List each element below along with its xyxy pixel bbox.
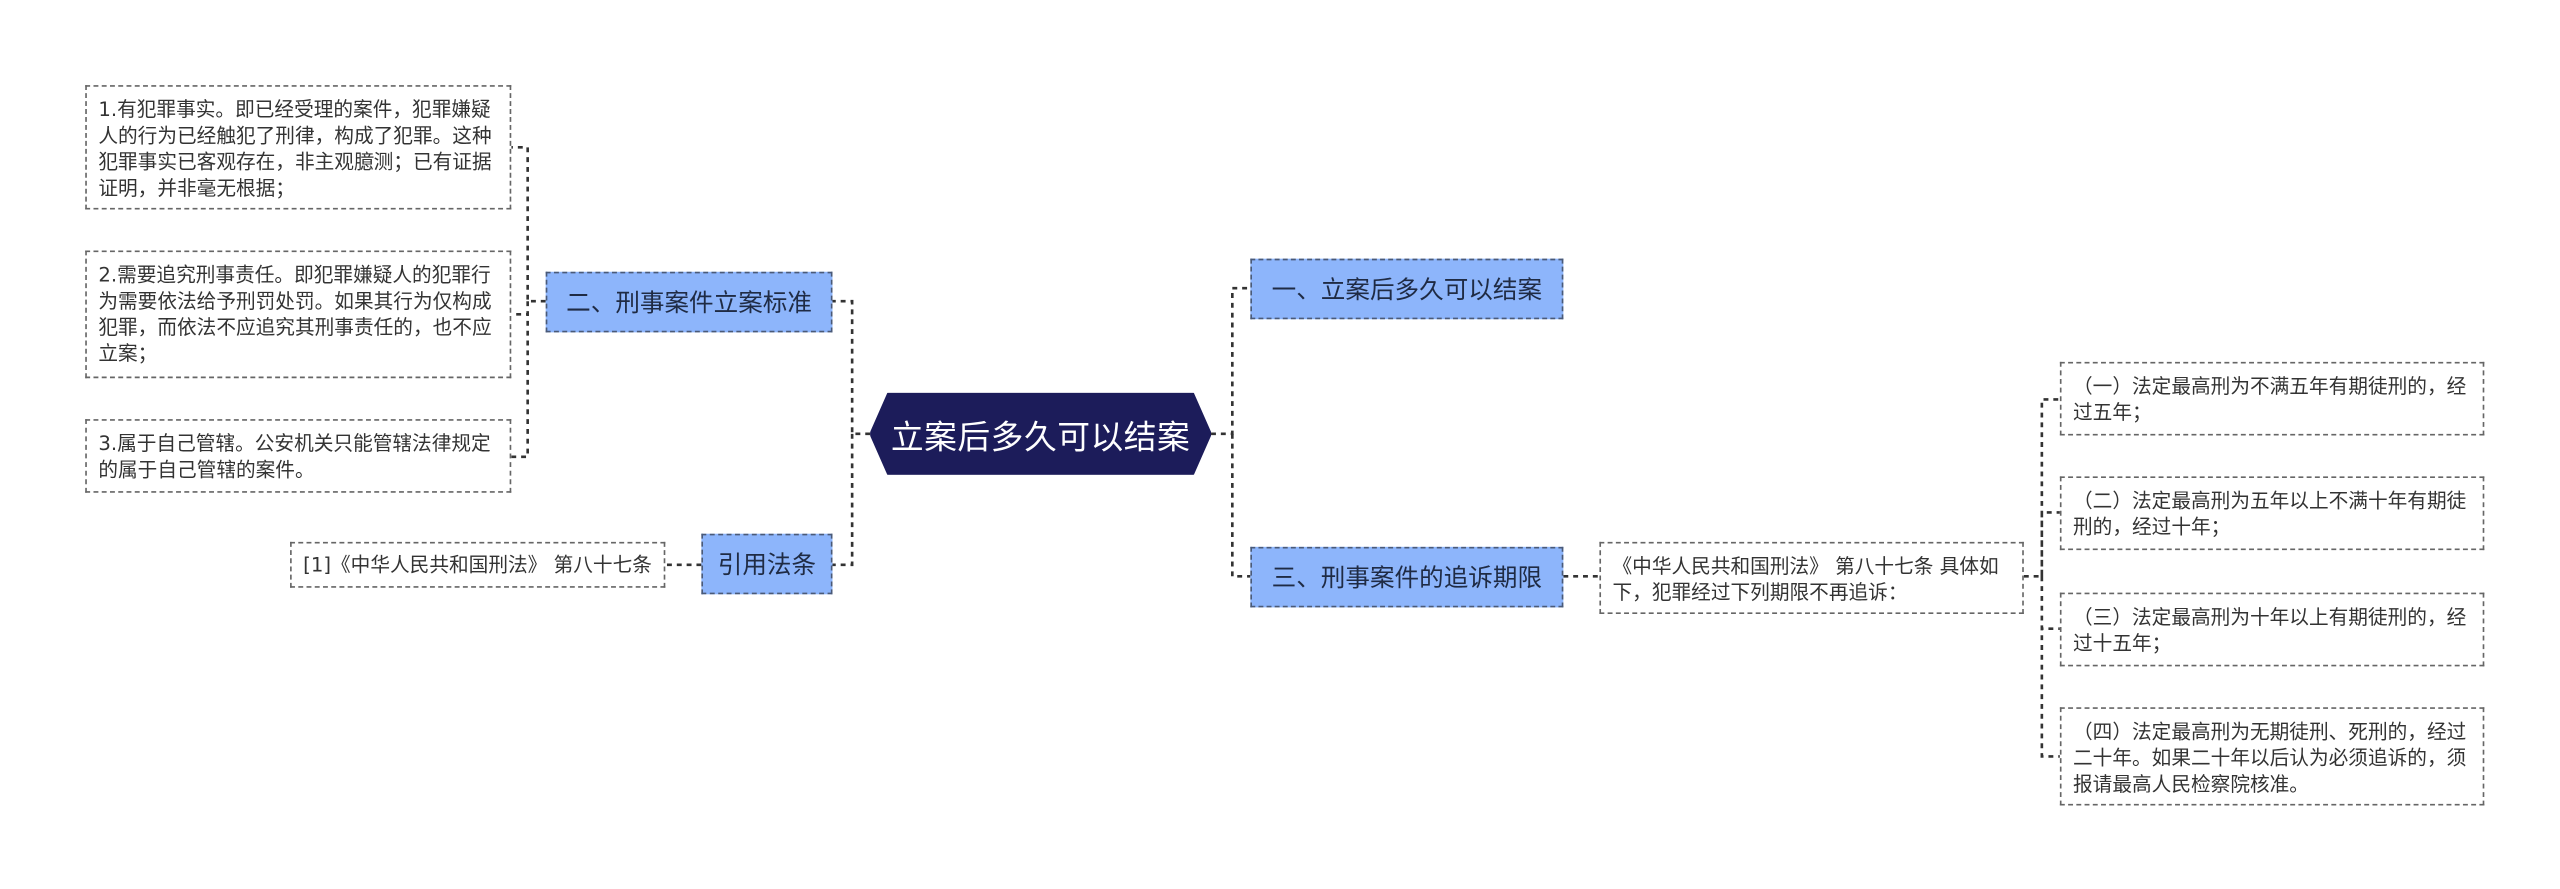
limitation-item-3[interactable]: （三）法定最高刑为十年以上有期徒刑的，经过十五年； (2059, 592, 2485, 667)
limitation-item-4-text: （四）法定最高刑为无期徒刑、死刑的，经过二十年。如果二十年以后认为必须追诉的，须… (2072, 720, 2467, 796)
branch-case-duration[interactable]: 一、立案后多久可以结案 (1250, 258, 1564, 320)
limitation-item-3-text: （三）法定最高刑为十年以上有期徒刑的，经过十五年； (2072, 605, 2467, 655)
branch-cited-articles[interactable]: 引用法条 (701, 533, 833, 595)
connector-root-to-duration (1211, 286, 1251, 436)
standard-item-2[interactable]: 2.需要追究刑事责任。即犯罪嫌疑人的犯罪行为需要依法给予刑罚处罚。如果其行为仅构… (85, 250, 512, 379)
standard-item-3-text: 3.属于自己管辖。公安机关只能管辖法律规定的属于自己管辖的案件。 (98, 432, 491, 482)
limitation-item-4[interactable]: （四）法定最高刑为无期徒刑、死刑的，经过二十年。如果二十年以后认为必须追诉的，须… (2059, 707, 2485, 806)
limitation-item-2-text: （二）法定最高刑为五年以上不满十年有期徒刑的，经过十年； (2072, 489, 2467, 539)
connector-standard-to-items (511, 146, 546, 459)
branch-criminal-case-standard-label: 二、刑事案件立案标准 (566, 288, 812, 318)
standard-item-3[interactable]: 3.属于自己管辖。公安机关只能管辖法律规定的属于自己管辖的案件。 (85, 419, 512, 493)
limitation-intro[interactable]: 《中华人民共和国刑法》 第八十七条 具体如下，犯罪经过下列期限不再追诉： (1599, 541, 2024, 614)
limitation-item-2[interactable]: （二）法定最高刑为五年以上不满十年有期徒刑的，经过十年； (2059, 476, 2485, 551)
root-node-label: 立案后多久可以结案 (890, 416, 1191, 456)
limitation-item-1-text: （一）法定最高刑为不满五年有期徒刑的，经过五年； (2072, 374, 2467, 425)
branch-cited-articles-label: 引用法条 (717, 550, 817, 580)
connector-root-to-standard (832, 299, 871, 436)
branch-criminal-case-standard[interactable]: 二、刑事案件立案标准 (545, 271, 833, 333)
standard-item-1-text: 1.有犯罪事实。即已经受理的案件，犯罪嫌疑人的行为已经触犯了刑律，构成了犯罪。这… (98, 98, 492, 200)
connector-intro-to-items (2023, 398, 2060, 758)
connector-root-to-limitation (1231, 433, 1251, 578)
branch-case-duration-label: 一、立案后多久可以结案 (1271, 275, 1543, 305)
branch-prosecution-limitation[interactable]: 三、刑事案件的追诉期限 (1250, 546, 1564, 608)
branch-prosecution-limitation-label: 三、刑事案件的追诉期限 (1271, 563, 1543, 593)
citation-item-1[interactable]: [1]《中华人民共和国刑法》 第八十七条 (290, 541, 666, 588)
root-node[interactable]: 立案后多久可以结案 (870, 392, 1212, 475)
standard-item-2-text: 2.需要追究刑事责任。即犯罪嫌疑人的犯罪行为需要依法给予刑罚处罚。如果其行为仅构… (98, 263, 492, 366)
standard-item-1[interactable]: 1.有犯罪事实。即已经受理的案件，犯罪嫌疑人的行为已经触犯了刑律，构成了犯罪。这… (85, 85, 512, 210)
root-node-shape (870, 392, 1212, 475)
limitation-item-1[interactable]: （一）法定最高刑为不满五年有期徒刑的，经过五年； (2059, 361, 2485, 436)
citation-item-1-text: [1]《中华人民共和国刑法》 第八十七条 (303, 553, 652, 577)
limitation-intro-text: 《中华人民共和国刑法》 第八十七条 具体如下，犯罪经过下列期限不再追诉： (1612, 555, 1999, 605)
connector-root-to-citation (832, 433, 854, 567)
